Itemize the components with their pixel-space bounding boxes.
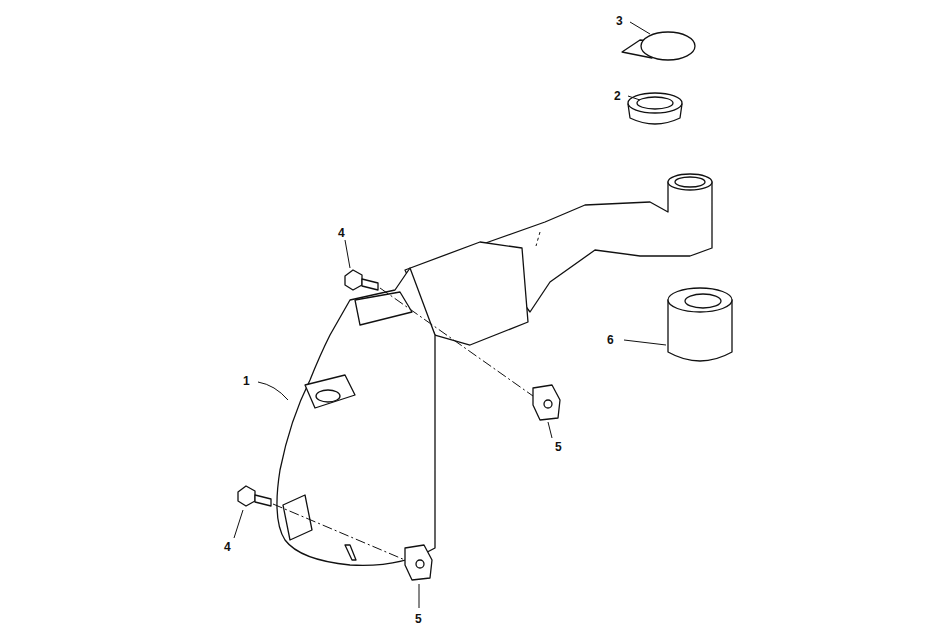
bolt-head bbox=[345, 270, 362, 290]
leader-line bbox=[234, 510, 243, 538]
callout-number: 5 bbox=[413, 612, 424, 626]
leader-line bbox=[624, 340, 666, 345]
tab-hole bbox=[316, 390, 340, 402]
leader-line bbox=[548, 422, 552, 438]
clip-nut-hole bbox=[544, 400, 552, 408]
leader-line bbox=[419, 584, 420, 608]
part-mark bbox=[536, 232, 540, 246]
bolt-shank bbox=[255, 495, 271, 506]
grommet-hole bbox=[637, 97, 673, 109]
tank-body bbox=[277, 268, 435, 565]
mount-tab-lower bbox=[283, 495, 312, 540]
mount-tab-middle bbox=[305, 375, 355, 408]
cap bbox=[641, 32, 695, 60]
callout-number: 6 bbox=[605, 333, 616, 347]
callout-number: 4 bbox=[336, 226, 347, 240]
callout-number: 4 bbox=[222, 540, 233, 554]
leader-line bbox=[345, 240, 350, 268]
assembly-axis bbox=[273, 504, 405, 560]
callout-number: 1 bbox=[241, 374, 252, 388]
clip-nut bbox=[405, 545, 432, 580]
clamp-top bbox=[668, 288, 732, 312]
leader-line bbox=[258, 382, 288, 400]
tank-outlet bbox=[345, 545, 356, 560]
clamp-hole bbox=[685, 294, 721, 308]
filler-opening-inner bbox=[675, 177, 705, 187]
leader-line bbox=[628, 96, 640, 100]
leader-line bbox=[630, 22, 650, 34]
callout-number: 2 bbox=[612, 89, 623, 103]
grommet bbox=[628, 93, 682, 113]
callout-number: 3 bbox=[614, 14, 625, 28]
clip-nut-hole bbox=[416, 560, 424, 568]
callout-number: 5 bbox=[553, 440, 564, 454]
clip-nut bbox=[533, 385, 560, 420]
mount-tab-upper bbox=[355, 292, 412, 325]
bolt-head bbox=[238, 486, 255, 506]
bolt-shank bbox=[362, 279, 378, 290]
assembly-axis bbox=[380, 288, 533, 396]
filler-opening bbox=[668, 174, 712, 190]
